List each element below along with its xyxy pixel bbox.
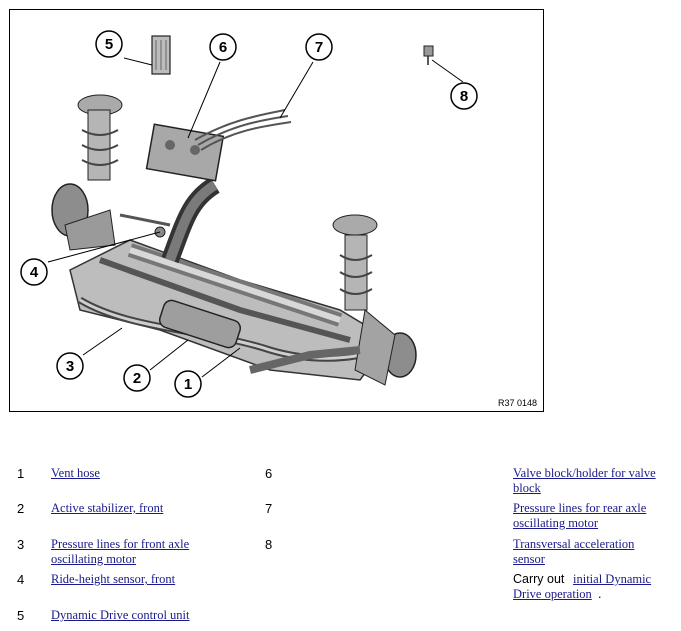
callout-circle-6 [209,33,237,61]
link-pressure-lines-rear-line2[interactable]: oscillating motor [513,516,599,530]
callout-5: 5 [105,36,113,53]
link-valve-block-line2[interactable]: block [513,481,541,495]
figure-reference: R37 0148 [497,398,537,408]
legend-num-3: 3 [17,537,25,552]
axle-illustration: 5 6 7 8 4 3 2 1 R37 0148 [9,9,544,412]
callout-7: 7 [315,39,323,56]
link-valve-block-line1[interactable]: Valve block/holder for valve [513,466,656,480]
callout-circle-7 [305,33,333,61]
callout-1: 1 [184,376,192,393]
link-transversal-sensor-line2[interactable]: sensor [513,552,545,566]
link-initial-dynamic-line1[interactable]: initial Dynamic [573,572,652,586]
note-suffix: . [598,587,602,601]
callout-circle-8 [450,82,478,110]
legend-num-2: 2 [17,501,25,516]
link-vent-hose[interactable]: Vent hose [51,466,100,480]
legend-num-7: 7 [265,501,273,516]
callout-circle-2 [123,364,151,392]
callout-circle-4 [20,258,48,286]
callout-circle-5 [95,30,123,58]
link-initial-dynamic-line2[interactable]: Drive operation [513,587,592,601]
callout-circle-1 [174,370,202,398]
callout-3: 3 [66,358,74,375]
link-ride-height-sensor-front[interactable]: Ride-height sensor, front [51,572,176,586]
axle-drawing: 5 6 7 8 4 3 2 1 [20,30,478,398]
legend-num-5: 5 [17,608,25,623]
legend-num-6: 6 [265,466,273,481]
callout-6: 6 [219,39,227,56]
link-pressure-lines-front-line1[interactable]: Pressure lines for front axle [51,537,190,551]
callout-4: 4 [30,264,39,281]
link-transversal-sensor-line1[interactable]: Transversal acceleration [513,537,635,551]
legend-num-8: 8 [265,537,273,552]
legend-num-1: 1 [17,466,25,481]
callout-2: 2 [133,370,141,387]
link-active-stabilizer-front[interactable]: Active stabilizer, front [51,501,164,515]
note-prefix: Carry out [513,572,565,586]
link-pressure-lines-front-line2[interactable]: oscillating motor [51,552,137,566]
legend-num-4: 4 [17,572,25,587]
link-dynamic-drive-control-unit[interactable]: Dynamic Drive control unit [51,608,190,622]
callout-circle-3 [56,352,84,380]
callout-8: 8 [460,88,468,105]
link-pressure-lines-rear-line1[interactable]: Pressure lines for rear axle [513,501,647,515]
